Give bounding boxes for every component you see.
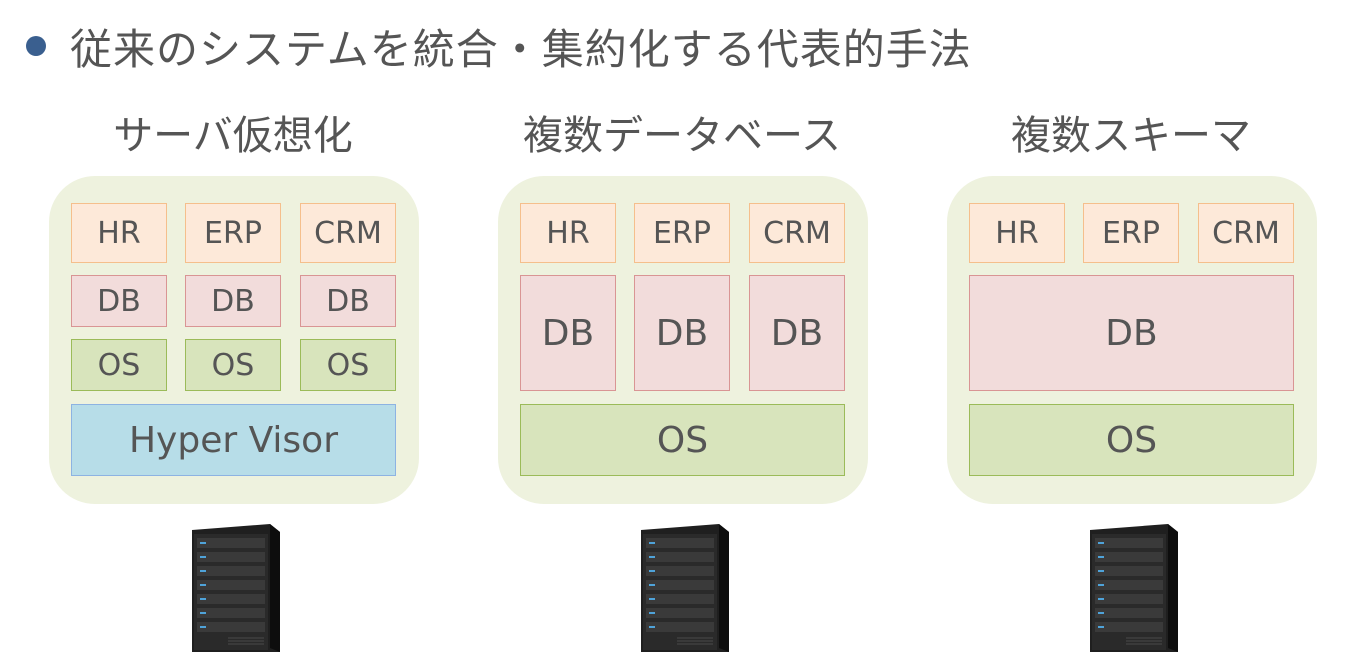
column-title-server-virtualization: サーバ仮想化 bbox=[113, 113, 353, 159]
slide-heading: 従来のシステムを統合・集約化する代表的手法 bbox=[26, 16, 972, 76]
hypervisor-box: Hyper Visor bbox=[71, 404, 396, 476]
server-rack-icon bbox=[1090, 524, 1178, 652]
column-title-multiple-databases: 複数データベース bbox=[523, 113, 841, 159]
db-box: DB bbox=[185, 275, 281, 327]
server-rack-icon bbox=[192, 524, 280, 652]
db-box: DB bbox=[634, 275, 730, 391]
db-box: DB bbox=[520, 275, 616, 391]
os-box: OS bbox=[300, 339, 396, 391]
app-box-hr: HR bbox=[71, 203, 167, 263]
app-box-erp: ERP bbox=[634, 203, 730, 263]
os-box: OS bbox=[71, 339, 167, 391]
bullet-icon bbox=[26, 36, 46, 56]
heading-text: 従来のシステムを統合・集約化する代表的手法 bbox=[70, 24, 972, 74]
db-box: DB bbox=[71, 275, 167, 327]
os-box: OS bbox=[185, 339, 281, 391]
app-box-hr: HR bbox=[969, 203, 1065, 263]
app-box-crm: CRM bbox=[300, 203, 396, 263]
os-box-shared: OS bbox=[969, 404, 1294, 476]
db-box-shared: DB bbox=[969, 275, 1294, 391]
os-box-shared: OS bbox=[520, 404, 845, 476]
app-box-erp: ERP bbox=[185, 203, 281, 263]
app-box-erp: ERP bbox=[1083, 203, 1179, 263]
app-box-hr: HR bbox=[520, 203, 616, 263]
panel-multiple-databases: HR ERP CRM DB DB DB OS bbox=[498, 176, 868, 504]
app-box-crm: CRM bbox=[749, 203, 845, 263]
server-rack-icon bbox=[641, 524, 729, 652]
panel-multiple-schemas: HR ERP CRM DB OS bbox=[947, 176, 1317, 504]
app-box-crm: CRM bbox=[1198, 203, 1294, 263]
db-box: DB bbox=[749, 275, 845, 391]
panel-server-virtualization: HR ERP CRM DB DB DB OS OS OS Hyper Visor bbox=[49, 176, 419, 504]
column-title-multiple-schemas: 複数スキーマ bbox=[1011, 113, 1251, 159]
db-box: DB bbox=[300, 275, 396, 327]
